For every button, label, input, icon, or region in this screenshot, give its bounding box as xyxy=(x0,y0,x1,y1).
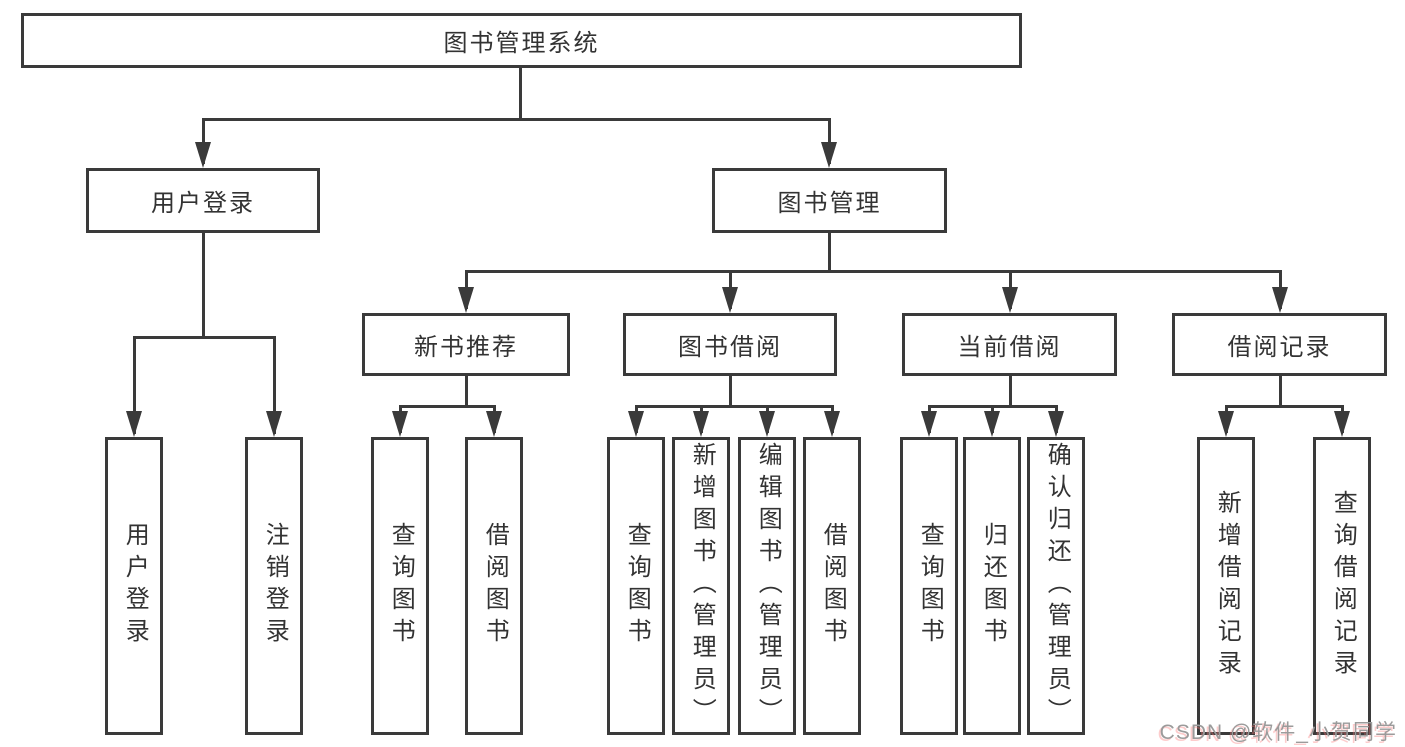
connector-stem xyxy=(1009,376,1012,405)
leaf-logout-label: 注销登录 xyxy=(261,522,289,650)
arrowhead-icon xyxy=(1002,287,1018,313)
node-book-management-label: 图书管理 xyxy=(777,190,882,217)
connector-line xyxy=(828,118,831,164)
arrowhead-icon xyxy=(722,287,738,313)
arrowhead-icon xyxy=(1218,411,1234,437)
connector-line xyxy=(133,336,136,434)
node-book-management: 图书管理 xyxy=(712,168,947,233)
node-user-login: 用户登录 xyxy=(86,168,320,233)
arrowhead-icon xyxy=(1272,287,1288,313)
leaf-add-borrow-record: 新增借阅记录 xyxy=(1197,437,1255,735)
arrowhead-icon xyxy=(921,411,937,437)
leaf-query-books-current-label: 查询图书 xyxy=(916,522,944,650)
leaf-return-books: 归还图书 xyxy=(963,437,1021,735)
leaf-borrow-books-recommend: 借阅图书 xyxy=(465,437,523,735)
arrowhead-icon xyxy=(458,287,474,313)
connector-rail xyxy=(1225,405,1343,408)
connector-stem xyxy=(729,376,732,405)
arrowhead-icon xyxy=(1048,411,1064,437)
node-new-book-recommend: 新书推荐 xyxy=(362,313,570,376)
arrowhead-icon xyxy=(195,142,211,168)
connector-stem xyxy=(519,68,522,118)
connector-rail xyxy=(465,270,1281,273)
leaf-add-books-admin-label: 新增图书（管理员） xyxy=(688,442,716,730)
connector-rail xyxy=(133,336,276,339)
node-root: 图书管理系统 xyxy=(21,13,1022,68)
leaf-query-borrow-record-label: 查询借阅记录 xyxy=(1329,490,1357,682)
leaf-user-login-label: 用户登录 xyxy=(121,522,149,650)
connector-rail xyxy=(202,118,831,121)
connector-stem xyxy=(465,376,468,405)
leaf-logout: 注销登录 xyxy=(245,437,303,735)
arrowhead-icon xyxy=(266,411,282,437)
node-new-book-recommend-label: 新书推荐 xyxy=(414,334,518,361)
node-root-label: 图书管理系统 xyxy=(443,30,600,57)
leaf-confirm-return-admin-label: 确认归还（管理员） xyxy=(1043,442,1071,730)
node-user-login-label: 用户登录 xyxy=(151,190,255,217)
node-book-borrow-label: 图书借阅 xyxy=(678,334,782,361)
connector-rail xyxy=(635,405,833,408)
leaf-add-books-admin: 新增图书（管理员） xyxy=(672,437,730,735)
arrowhead-icon xyxy=(693,411,709,437)
leaf-query-books-borrow-label: 查询图书 xyxy=(623,522,651,650)
leaf-borrow-books-recommend-label: 借阅图书 xyxy=(481,522,509,650)
arrowhead-icon xyxy=(628,411,644,437)
leaf-borrow-books: 借阅图书 xyxy=(803,437,861,735)
arrowhead-icon xyxy=(1334,411,1350,437)
leaf-edit-books-admin: 编辑图书（管理员） xyxy=(738,437,796,735)
arrowhead-icon xyxy=(984,411,1000,437)
arrowhead-icon xyxy=(486,411,502,437)
leaf-add-borrow-record-label: 新增借阅记录 xyxy=(1213,490,1241,682)
node-current-borrow-label: 当前借阅 xyxy=(957,334,1062,361)
leaf-query-borrow-record: 查询借阅记录 xyxy=(1313,437,1371,735)
node-current-borrow: 当前借阅 xyxy=(902,313,1117,376)
leaf-query-books-borrow: 查询图书 xyxy=(607,437,665,735)
arrowhead-icon xyxy=(392,411,408,437)
csdn-watermark: CSDN @软件_小贺同学 xyxy=(1159,721,1397,744)
leaf-return-books-label: 归还图书 xyxy=(979,522,1007,650)
connector-line xyxy=(273,336,276,434)
leaf-confirm-return-admin: 确认归还（管理员） xyxy=(1027,437,1085,735)
leaf-edit-books-admin-label: 编辑图书（管理员） xyxy=(754,442,782,730)
leaf-query-books-recommend: 查询图书 xyxy=(371,437,429,735)
arrowhead-icon xyxy=(824,411,840,437)
connector-stem xyxy=(828,233,831,270)
arrowhead-icon xyxy=(821,142,837,168)
arrowhead-icon xyxy=(759,411,775,437)
node-borrow-records: 借阅记录 xyxy=(1172,313,1387,376)
leaf-query-books-current: 查询图书 xyxy=(900,437,958,735)
connector-line xyxy=(202,118,205,164)
arrowhead-icon xyxy=(126,411,142,437)
leaf-query-books-recommend-label: 查询图书 xyxy=(387,522,415,650)
leaf-user-login: 用户登录 xyxy=(105,437,163,735)
node-borrow-records-label: 借阅记录 xyxy=(1227,334,1332,361)
leaf-borrow-books-label: 借阅图书 xyxy=(819,522,847,650)
connector-rail xyxy=(399,405,495,408)
connector-stem xyxy=(1279,376,1282,405)
connector-stem xyxy=(202,233,205,336)
node-book-borrow: 图书借阅 xyxy=(623,313,837,376)
